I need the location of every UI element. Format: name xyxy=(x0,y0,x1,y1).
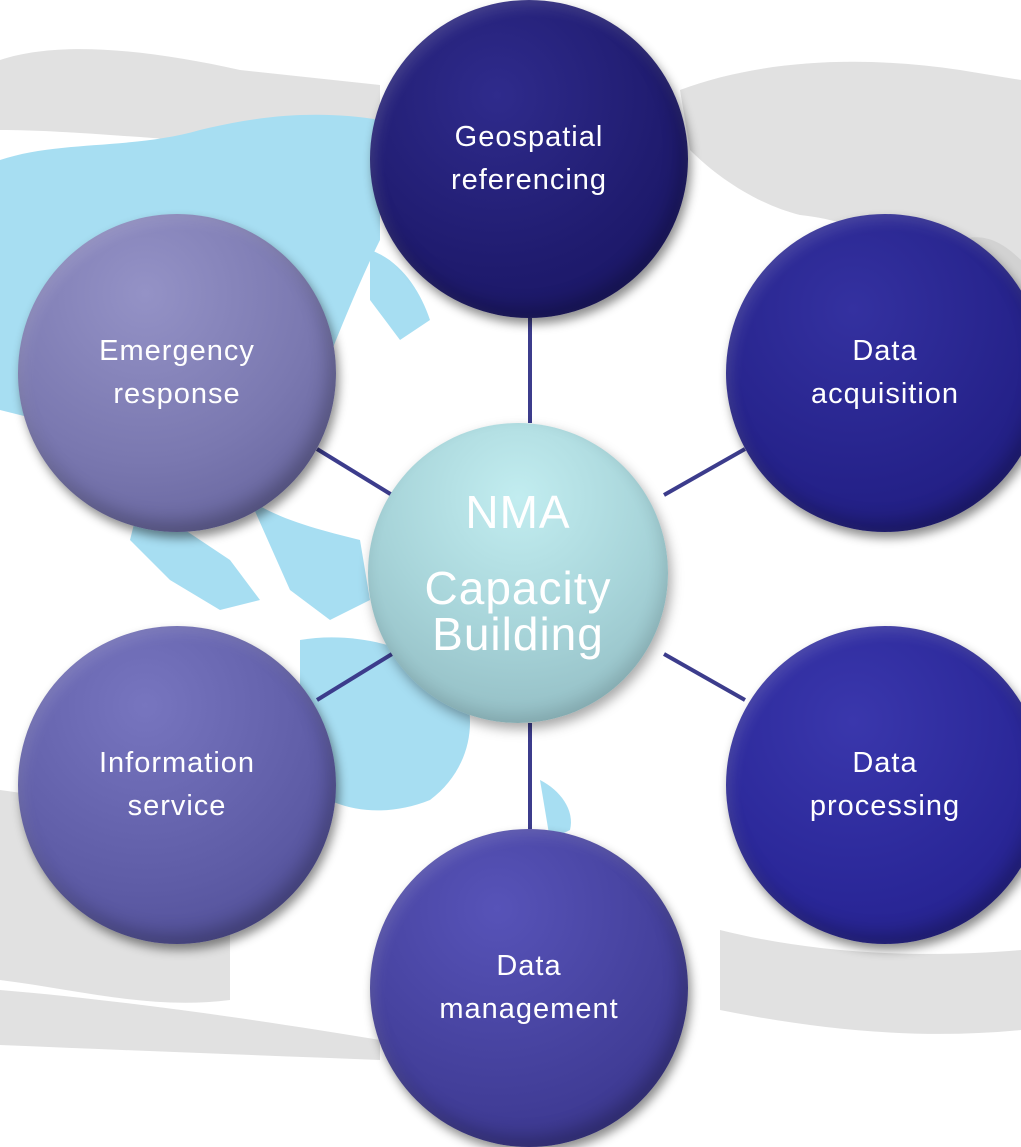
node-label-line: Data xyxy=(852,747,918,779)
node-label-line: referencing xyxy=(450,164,608,196)
node-geospatial-referencing: Geospatial referencing xyxy=(370,0,688,318)
node-label-line: management xyxy=(439,993,619,1025)
center-label-line: Capacity xyxy=(424,562,612,614)
node-data-processing: Data processing xyxy=(726,626,1021,944)
node-label-line: Emergency xyxy=(99,335,255,367)
center-label-line: NMA xyxy=(465,486,571,538)
connector-emergency xyxy=(315,447,394,497)
node-label-line: processing xyxy=(809,790,961,822)
connector-processing xyxy=(663,652,746,702)
node-label-line: Information xyxy=(98,747,256,779)
connector-information xyxy=(315,652,394,702)
node-label-line: Geospatial xyxy=(454,121,604,153)
node-emergency-response: Emergency response xyxy=(18,214,336,532)
center-label-line: Building xyxy=(432,608,604,660)
connector-acquisition xyxy=(663,447,746,497)
node-label-line: Data xyxy=(496,950,562,982)
node-data-management: Data management xyxy=(370,829,688,1147)
node-data-acquisition: Data acquisition xyxy=(726,214,1021,532)
node-label-line: Data xyxy=(852,335,918,367)
center-node-nma-capacity-building: NMA Capacity Building xyxy=(368,423,668,723)
node-label-line: acquisition xyxy=(810,378,960,410)
node-label-line: service xyxy=(127,790,227,822)
node-information-service: Information service xyxy=(18,626,336,944)
node-label-line: response xyxy=(113,378,241,410)
